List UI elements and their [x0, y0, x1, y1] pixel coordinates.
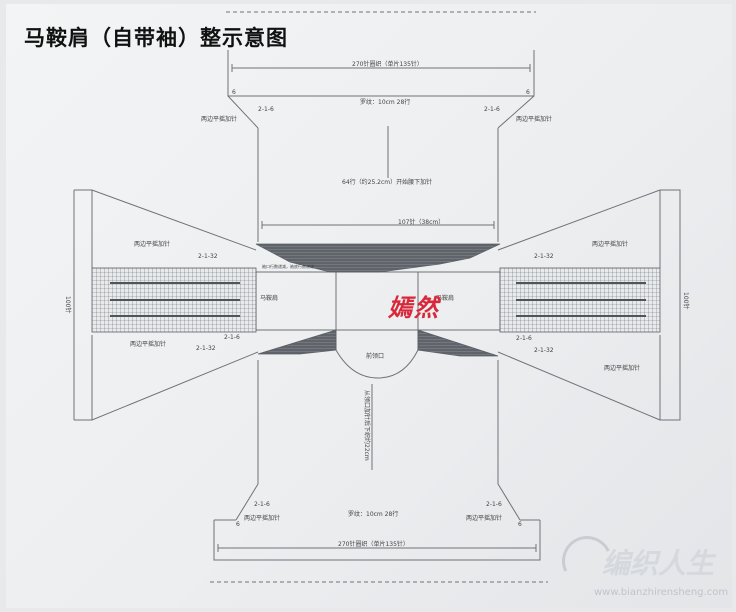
center-box: [335, 272, 419, 330]
bottom-width-label: 270针圈织（单片135针）: [338, 540, 409, 548]
right-sleeve-cable-rows: [516, 282, 646, 317]
logo-url: www.bianzhirensheng.com: [594, 587, 729, 598]
right-sleeve-increase-bottom: 两边平摇加针: [604, 364, 640, 372]
neck-outline: [335, 330, 419, 379]
top-width-dimension: [231, 64, 531, 72]
author-stamp: 嫣然: [388, 293, 440, 322]
right-sleeve-step-bottom: 2-1-32: [534, 347, 554, 354]
logo-name: 编织人生: [602, 547, 715, 580]
bottom-right-step-count: 6: [518, 521, 522, 528]
bottom-left-step-count: 6: [236, 521, 240, 528]
right-sleeve-step-top: 2-1-32: [534, 253, 554, 260]
inner-right-step: 2-1-6: [516, 335, 532, 342]
left-sleeve-step-bottom: 2-1-32: [196, 345, 216, 352]
top-rib-outline: [227, 50, 535, 97]
bottom-rib-label: 罗纹：10cm 28行: [348, 510, 398, 518]
saddle-left-label: 马鞍肩: [260, 294, 278, 302]
bottom-left-shoulder-line: [235, 483, 259, 521]
lower-left-chart-wedge: [257, 329, 337, 355]
right-sleeve-outline: [497, 189, 681, 421]
body-rows-label: 64行（约25.2cm）开始腰下加针: [342, 178, 432, 186]
bottom-rib-outline: [213, 519, 541, 561]
top-left-increase-note: 两边平摇加针: [201, 115, 237, 123]
chart-note: 袖口行数递减，袖底行数递增: [262, 263, 314, 269]
bottom-right-increase-note: 两边平摇加针: [466, 514, 502, 522]
top-left-shoulder-line: [227, 95, 259, 129]
top-left-step-count: 6: [232, 89, 236, 96]
left-sleeve-cable-rows: [110, 282, 240, 317]
top-right-increase-note: 两边平摇加针: [516, 115, 552, 123]
bottom-right-shoulder-step: 2-1-6: [486, 501, 502, 508]
left-sleeve-outline: [73, 189, 259, 421]
right-sleeve-height-label: 100针: [682, 292, 690, 309]
neck-label: 前领口: [366, 352, 384, 360]
upper-chart-wedge: [255, 243, 501, 273]
inner-left-step: 2-1-6: [224, 334, 240, 341]
lower-right-chart-wedge: [417, 329, 499, 357]
saddle-box: [255, 271, 501, 331]
top-left-shoulder-step: 2-1-6: [258, 106, 274, 113]
left-sleeve-height-label: 100针: [64, 296, 72, 313]
lower-body-vertical-label: 从领口加针后下织约22cm: [363, 390, 371, 461]
bottom-right-shoulder-line: [497, 483, 521, 521]
bottom-left-increase-note: 两边平摇加针: [244, 514, 280, 522]
page-title: 马鞍肩（自带袖）整示意图: [24, 26, 288, 50]
mid-width-label: 107针（38cm）: [398, 218, 444, 226]
top-right-step-count: 6: [526, 89, 530, 96]
site-watermark: 编织人生 www.bianzhirensheng.com: [554, 528, 732, 608]
top-right-shoulder-line: [497, 95, 535, 129]
bottom-left-shoulder-step: 2-1-6: [254, 501, 270, 508]
mid-width-dimension: [261, 221, 495, 229]
top-rib-label: 罗纹：10cm 28行: [360, 98, 410, 106]
top-width-label: 270针圈织（单片135针）: [352, 60, 423, 68]
bottom-width-dimension: [217, 544, 537, 552]
top-right-shoulder-step: 2-1-6: [484, 106, 500, 113]
upper-body-outline: [257, 128, 499, 242]
saddle-right-label: 马鞍肩: [436, 294, 454, 302]
lower-body-outline: [257, 360, 499, 484]
left-sleeve-increase-bottom: 两边平摇加针: [130, 340, 166, 348]
left-sleeve-step-top: 2-1-32: [198, 253, 218, 260]
left-sleeve-increase-top: 两边平摇加针: [134, 240, 170, 248]
right-sleeve-increase-top: 两边平摇加针: [592, 240, 628, 248]
